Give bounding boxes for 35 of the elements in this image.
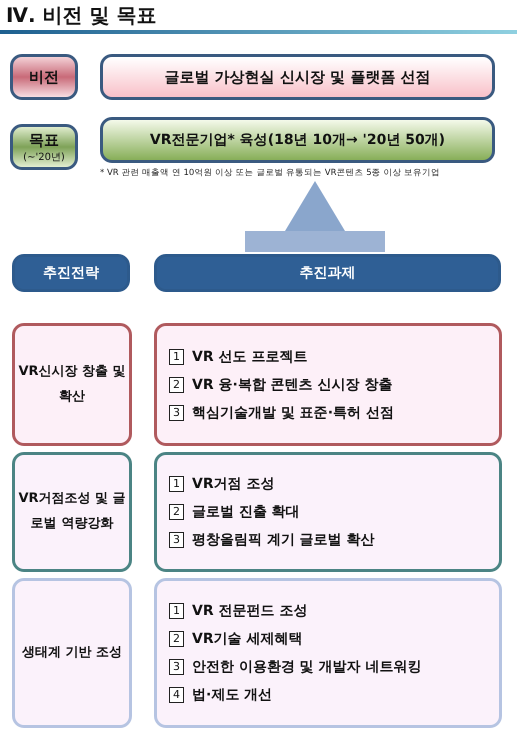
task-item: 2 글로벌 진출 확대 — [169, 503, 300, 521]
strategy-box — [12, 578, 132, 728]
strategy-box — [12, 452, 132, 572]
node-label: 비전 — [29, 68, 59, 86]
node-label: VR전문기업* 육성(18년 10개→ '20년 50개) — [150, 131, 446, 149]
arrow — [245, 181, 385, 252]
vision-label-box — [10, 54, 78, 100]
task-box — [154, 323, 502, 446]
task-item: 2 VR 융·복합 콘텐츠 신시장 창출 — [169, 376, 392, 394]
header-box — [12, 254, 130, 292]
node-label: 글로벌 가상현실 신시장 및 플랫폼 선점 — [164, 68, 431, 86]
header-box — [154, 254, 501, 292]
task-item: 1 VR 전문펀드 조성 — [169, 602, 308, 620]
vision-box — [100, 54, 495, 100]
task-item: 2 VR기술 세제혜택 — [169, 630, 302, 648]
footnote: * VR 관련 매출액 연 10억원 이상 또는 글로벌 유통되는 VR콘텐츠 5종 이상 보유기업 — [100, 167, 440, 179]
subtitle: (~'20년) — [23, 150, 65, 164]
node-label: VR신시장 창출 및 확산 — [17, 362, 127, 406]
node-label: 생태계 기반 조성 — [22, 644, 122, 662]
strategy-box — [12, 323, 132, 446]
node-label: 추진전략 — [43, 264, 99, 282]
task-item: 3 핵심기술개발 및 표준·특허 선점 — [169, 404, 394, 422]
node-label: 목표 — [29, 130, 59, 150]
task-box — [154, 452, 502, 572]
task-item: 1 VR 선도 프로젝트 — [169, 348, 308, 366]
goal-label-box — [10, 124, 78, 170]
task-item: 1 VR거점 조성 — [169, 475, 274, 493]
goal-box — [100, 117, 495, 163]
node-label: 추진과제 — [300, 264, 356, 282]
task-item: 3 평창올림픽 계기 글로벌 확산 — [169, 531, 375, 549]
node-label: VR거점조성 및 글로벌 역량강화 — [17, 490, 127, 533]
page-title: Ⅳ. 비전 및 목표 — [6, 2, 156, 29]
task-item: 3 안전한 이용환경 및 개발자 네트워킹 — [169, 658, 422, 676]
task-box — [154, 578, 502, 728]
task-item: 4 법·제도 개선 — [169, 686, 272, 704]
